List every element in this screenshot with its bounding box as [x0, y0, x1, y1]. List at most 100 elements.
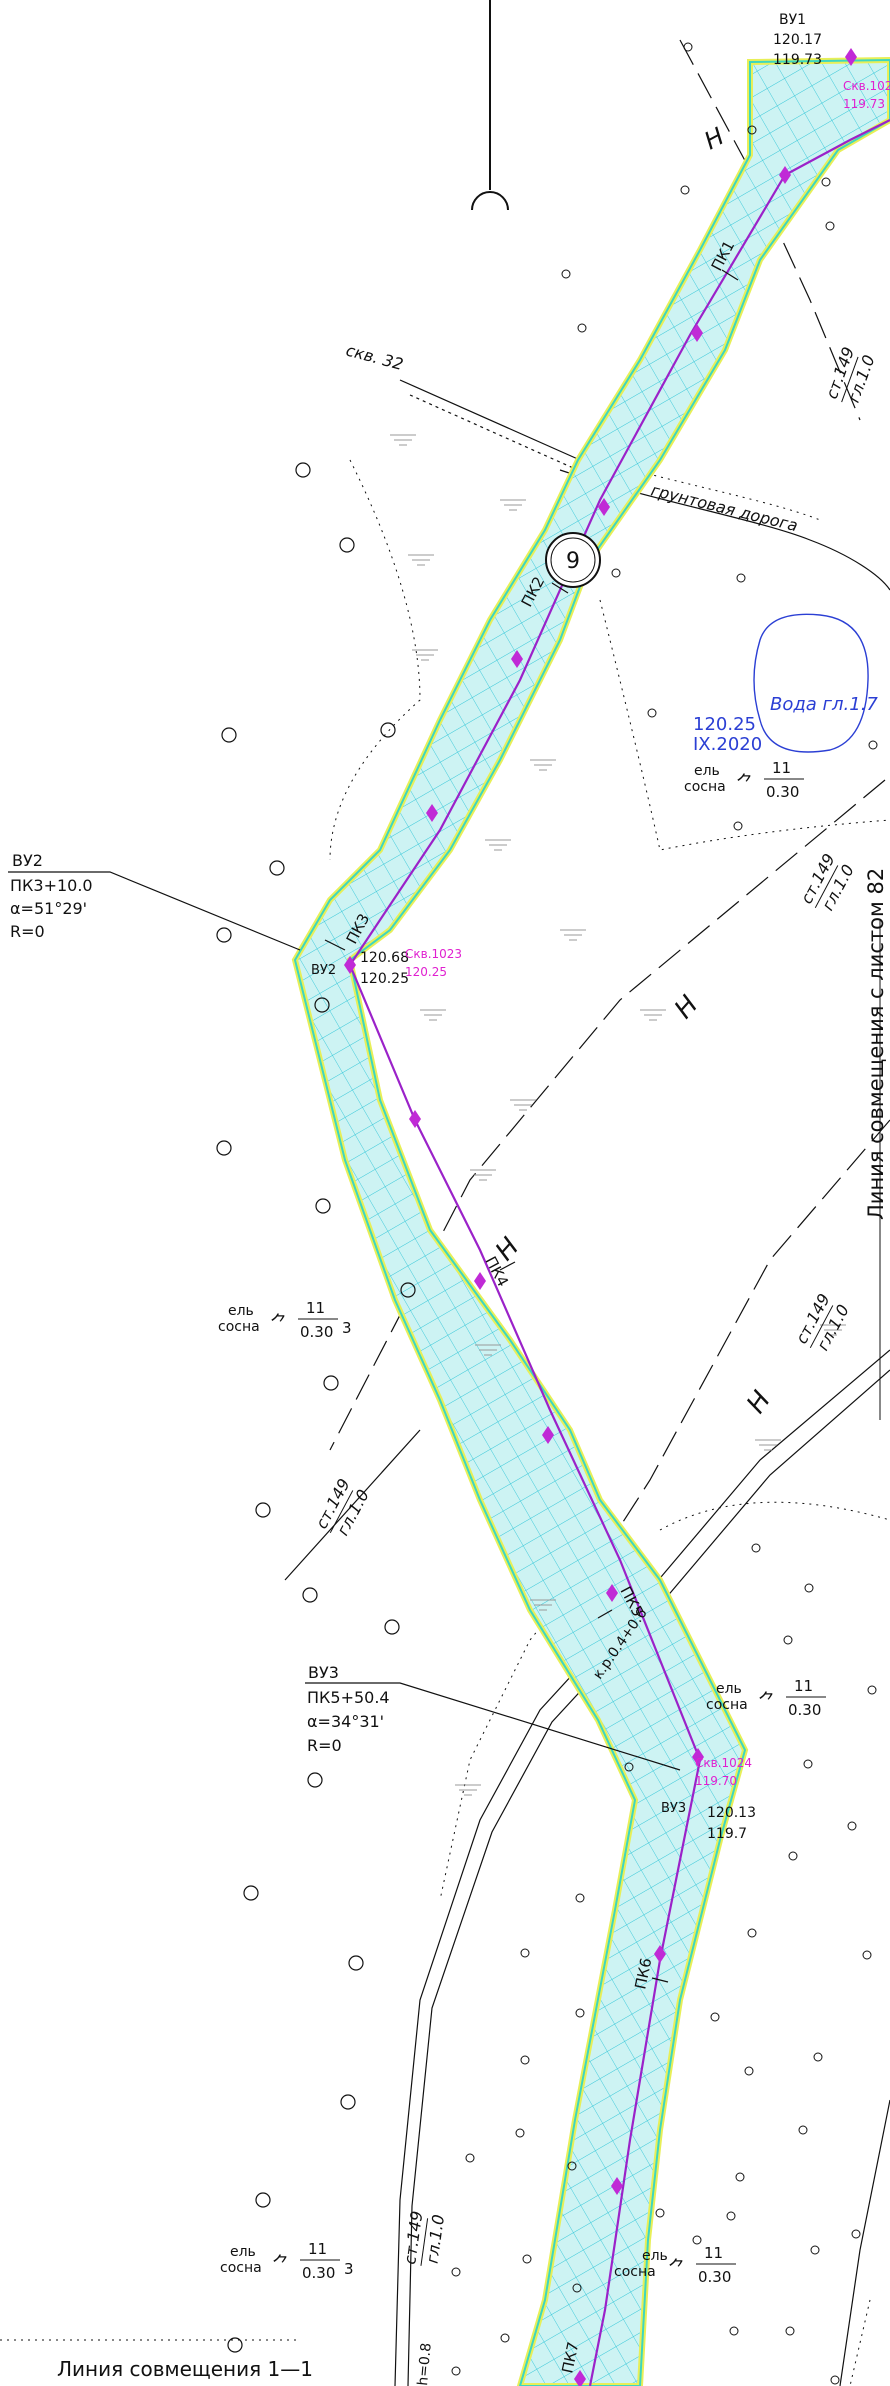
- label-skv: скв. 32: [344, 341, 405, 374]
- svg-text:0.30: 0.30: [788, 1701, 821, 1719]
- vertex-marker-vu1: [845, 48, 857, 66]
- forest-descriptor: ель сосна ⺈ 11 0.30: [684, 759, 804, 801]
- vu1-elev-top: 120.17: [773, 32, 822, 48]
- pipe-label: ст.149 гл.1.0: [792, 1290, 853, 1353]
- route-marker: [426, 804, 438, 822]
- vu3-callout-pk: ПК5+50.4: [307, 1688, 390, 1707]
- route-marker: [542, 1426, 554, 1444]
- vu2-well: Скв.1023: [405, 947, 462, 961]
- callout-leaders: [8, 871, 681, 1771]
- svg-text:сосна: сосна: [218, 1319, 260, 1335]
- vu1-well-elev: 119.73: [843, 97, 885, 111]
- svg-text:ель: ель: [716, 1681, 742, 1697]
- conifer-icon: ⺈: [668, 2258, 686, 2279]
- svg-text:3: 3: [344, 2260, 354, 2278]
- conifer-icon: ⺈: [736, 773, 754, 794]
- vu2-callout-name: ВУ2: [12, 851, 43, 870]
- forest-descriptor: ель сосна ⺈ 11 0.30 3: [218, 1299, 352, 1341]
- route-marker: [692, 1748, 704, 1766]
- svg-text:сосна: сосна: [220, 2260, 262, 2276]
- svg-text:гл.1.0: гл.1.0: [422, 2213, 448, 2264]
- conifer-icon: ⺈: [272, 2254, 290, 2275]
- svg-text:11: 11: [794, 1677, 813, 1695]
- route-marker: [598, 498, 610, 516]
- vu3-callout-name: ВУ3: [308, 1663, 339, 1682]
- svg-text:сосна: сосна: [706, 1697, 748, 1713]
- water-body-outline: [753, 613, 869, 753]
- label-water: Вода гл.1.7: [770, 694, 878, 715]
- marker-number: 9: [566, 549, 580, 574]
- forest-descriptor: ель сосна ⺈ 11 0.30 3: [220, 2240, 354, 2282]
- vu3-well: Скв.1024: [695, 1756, 752, 1770]
- svg-text:0.30: 0.30: [766, 783, 799, 801]
- route-marker: [409, 1110, 421, 1128]
- svg-text:0.30: 0.30: [300, 1323, 333, 1341]
- conifer-icon: ⺈: [270, 1313, 288, 1334]
- vu2-elev-top: 120.68: [360, 950, 409, 966]
- label-water-date: IX.2020: [693, 734, 762, 755]
- svg-text:0.30: 0.30: [698, 2268, 731, 2286]
- label-h-depth: h=0.8: [415, 2342, 435, 2386]
- label-road: грунтовая дорога: [649, 480, 800, 535]
- route-marker: [691, 324, 703, 342]
- pipe-label: ст.149 гл.1.0: [797, 850, 858, 913]
- vu1-well: Скв.1022: [843, 79, 890, 93]
- svg-text:3: 3: [342, 1319, 352, 1337]
- vu3-name: ВУ3: [661, 1801, 686, 1816]
- pipe-label: ст.149 гл.1.0: [400, 2210, 448, 2266]
- svg-text:11: 11: [772, 759, 791, 777]
- svg-text:сосна: сосна: [684, 779, 726, 795]
- route-marker: [574, 2370, 586, 2386]
- svg-text:ель: ель: [230, 2244, 256, 2260]
- vu3-well-elev: 119.70: [695, 1774, 737, 1788]
- vu2-name: ВУ2: [311, 963, 336, 978]
- svg-text:11: 11: [306, 1299, 325, 1317]
- small-vegetation-symbols: [451, 42, 878, 2385]
- match-line-right-label: Линия совмещения с листом 82: [864, 868, 888, 1220]
- pipe-label: ст.149 гл.1.0: [822, 344, 879, 405]
- route-markers: [344, 48, 857, 2386]
- svg-text:ель: ель: [642, 2248, 668, 2264]
- match-line-bottom-label: Линия совмещения 1—1: [57, 2357, 313, 2381]
- svg-text:11: 11: [704, 2244, 723, 2262]
- route-marker: [511, 650, 523, 668]
- vu2-elev-bot: 120.25: [360, 971, 409, 987]
- vu3-elev-bot: 119.7: [707, 1826, 747, 1842]
- forest-descriptor: ель сосна ⺈ 11 0.30: [706, 1677, 826, 1719]
- pipe-label: ст.149 гл.1.0: [312, 1475, 373, 1538]
- vu2-well-elev: 120.25: [405, 965, 447, 979]
- route-marker: [474, 1272, 486, 1290]
- vu2-callout-angle: α=51°29': [10, 899, 87, 918]
- h-letter: Н: [669, 990, 704, 1025]
- vu1-name: ВУ1: [779, 12, 806, 28]
- route-marker: [344, 956, 356, 974]
- vu2-callout-pk: ПК3+10.0: [10, 876, 93, 895]
- marker-circle: [545, 532, 601, 588]
- h-letter: Н: [700, 122, 729, 155]
- svg-text:ель: ель: [228, 1303, 254, 1319]
- forest-descriptor: ель сосна ⺈ 11 0.30: [614, 2244, 736, 2286]
- vu3-callout-radius: R=0: [307, 1736, 342, 1755]
- vu1-elev-bot: 119.73: [773, 52, 822, 68]
- label-water-elev: 120.25: [693, 714, 756, 735]
- route-marker: [606, 1584, 618, 1602]
- vu2-callout-radius: R=0: [10, 922, 45, 941]
- svg-text:0.30: 0.30: [302, 2264, 335, 2282]
- vu3-callout-angle: α=34°31': [307, 1712, 384, 1731]
- vu3-elev-top: 120.13: [707, 1805, 756, 1821]
- svg-text:11: 11: [308, 2240, 327, 2258]
- svg-text:ель: ель: [694, 763, 720, 779]
- svg-text:сосна: сосна: [614, 2264, 656, 2280]
- h-letter: Н: [741, 1386, 777, 1419]
- vegetation-symbols: [216, 462, 416, 2353]
- picket-ticks: [324, 269, 739, 1983]
- route-marker: [654, 1945, 666, 1963]
- route-marker: [779, 166, 791, 184]
- route-marker: [611, 2177, 623, 2195]
- conifer-icon: ⺈: [758, 1691, 776, 1712]
- meadow-symbols: [390, 434, 846, 1796]
